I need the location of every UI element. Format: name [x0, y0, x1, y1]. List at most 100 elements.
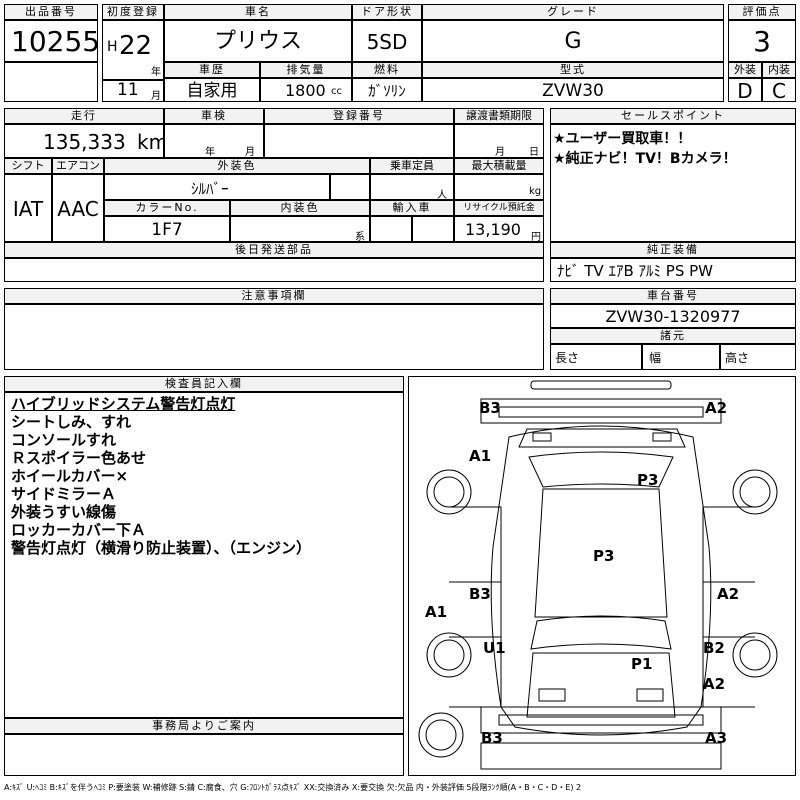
- equipment: ﾅﾋﾞ TV ｴｱB ｱﾙﾐ PS PW: [550, 258, 796, 282]
- mileage-label: 走行: [4, 108, 164, 124]
- mark-u1: U1: [483, 639, 506, 657]
- era: H: [107, 39, 118, 55]
- capacity-label: 乗車定員: [370, 158, 454, 174]
- inspector-line: ロッカーカバー下Ａ: [11, 521, 147, 539]
- score: 3: [728, 20, 796, 62]
- mark-b3-top: B3: [479, 399, 501, 417]
- door: 5SD: [352, 20, 422, 62]
- inspector-line: ホイールカバー×: [11, 467, 129, 485]
- displacement-label: 排気量: [260, 62, 352, 78]
- office-label: 事務局よりご案内: [4, 718, 404, 734]
- mark-p3-hood: P3: [593, 547, 615, 565]
- interior-color-cell: 系: [230, 216, 370, 242]
- car-name-label: 車名: [164, 4, 352, 20]
- lot-no: 10255: [4, 20, 98, 62]
- car-diagram: B3 A2 A1 P3 P3 B3 A2 A1 U1 B2 P1 A2 B3 A…: [408, 376, 796, 776]
- displacement-unit: cc: [331, 86, 342, 97]
- chassis-label: 車台番号: [550, 288, 796, 304]
- recycle-cell: 13,190 円: [454, 216, 544, 242]
- mileage-unit: km: [137, 130, 163, 154]
- mark-b3-bottom: B3: [481, 729, 503, 747]
- inspector-line: シートしみ、すれ: [11, 413, 132, 431]
- inspector-line: ハイブリッドシステム警告灯点灯: [11, 395, 236, 413]
- notes-label: 注意事項欄: [4, 288, 544, 304]
- first-reg-month-cell: 11 月: [102, 80, 164, 102]
- grade-label: グレード: [422, 4, 724, 20]
- exterior-label: 外装: [728, 62, 762, 78]
- recycle-label: リサイクル預託金: [454, 200, 544, 216]
- notes: [4, 304, 544, 370]
- transfer-month-unit: 月: [495, 147, 505, 158]
- lot-no-blank: [4, 62, 98, 102]
- later-parts: [4, 258, 544, 282]
- color-cell: ｼﾙﾊﾞｰ: [104, 174, 330, 200]
- inspection-cell: 年 月: [164, 124, 264, 158]
- score-label: 評価点: [728, 4, 796, 20]
- recycle: 13,190: [465, 220, 521, 239]
- recycle-unit: 円: [531, 232, 541, 242]
- interior-label: 内装: [762, 62, 796, 78]
- inspector-notes: ハイブリッドシステム警告灯点灯 シートしみ、すれ コンソールすれ Ｒスポイラー色…: [4, 392, 404, 718]
- history: 自家用: [164, 78, 260, 102]
- inspector-label: 検査員記入欄: [4, 376, 404, 392]
- ac-label: エアコン: [52, 158, 104, 174]
- door-label: ドア形状: [352, 4, 422, 20]
- later-parts-label: 後日発送部品: [4, 242, 544, 258]
- car-name: プリウス: [164, 20, 352, 62]
- equipment-label: 純正装備: [550, 242, 796, 258]
- displacement: 1800: [285, 81, 326, 100]
- load-label: 最大積載量: [454, 158, 544, 174]
- inspection-label: 車検: [164, 108, 264, 124]
- color-label: 外装色: [104, 158, 370, 174]
- fuel: ｶﾞｿﾘﾝ: [352, 78, 422, 102]
- ac: AAC: [52, 174, 104, 242]
- insp-year-unit: 年: [205, 147, 215, 158]
- first-reg-year-cell: H 22 年: [102, 20, 164, 80]
- legend: A:ｷｽﾞ U:ﾍｺﾐ B:ｷｽﾞを伴うﾍｺﾐ P:要塗装 W:補修跡 S:錆 …: [4, 783, 582, 792]
- reg-year: 22: [119, 31, 153, 61]
- transfer-cell: 月 日: [454, 124, 544, 158]
- car-diagram-svg: [418, 380, 778, 770]
- mark-a3-bottom: A3: [705, 729, 728, 747]
- mark-b3-left: B3: [469, 585, 491, 603]
- dim-width: 幅: [642, 344, 720, 370]
- chassis-no: ZVW30-1320977: [550, 304, 796, 328]
- capacity-unit: 人: [437, 190, 447, 200]
- insp-month-unit: 月: [245, 147, 255, 158]
- fuel-label: 燃料: [352, 62, 422, 78]
- reg-no-label: 登録番号: [264, 108, 454, 124]
- reg-no: [264, 124, 454, 158]
- grade: G: [422, 20, 724, 62]
- model-label: 型式: [422, 62, 724, 78]
- dim-height: 高さ: [720, 344, 796, 370]
- sales-box: ★ユーザー買取車！！ ★純正ナビ！TV！Bカメラ！: [550, 124, 796, 242]
- import-label: 輸入車: [370, 200, 454, 216]
- displacement-cell: 1800 cc: [260, 78, 352, 102]
- reg-month: 11: [117, 80, 139, 100]
- mileage: 135,333: [43, 130, 126, 154]
- sales-line: ★ユーザー買取車！！: [553, 131, 692, 147]
- mark-b2: B2: [703, 639, 725, 657]
- mark-a2-rear: A2: [703, 675, 726, 693]
- color: ｼﾙﾊﾞｰ: [191, 180, 229, 198]
- interior-color-unit: 系: [355, 232, 365, 242]
- transfer-label: 譲渡書類期限: [454, 108, 544, 124]
- mark-a1-left: A1: [469, 447, 492, 465]
- load-unit: kg: [529, 186, 542, 197]
- interior-color-label: 内装色: [230, 200, 370, 216]
- dim-length: 長さ: [550, 344, 642, 370]
- inspector-line: コンソールすれ: [11, 431, 117, 449]
- inspector-line: 外装うすい線傷: [11, 503, 117, 521]
- mark-a2-right: A2: [717, 585, 740, 603]
- inspector-line: サイドミラーＡ: [11, 485, 117, 503]
- load-cell: kg: [454, 174, 544, 200]
- capacity-cell: 人: [370, 174, 454, 200]
- inspector-line: Ｒスポイラー色あせ: [11, 449, 147, 467]
- import-cell-b: [412, 216, 454, 242]
- color-no-label: カラーNo.: [104, 200, 230, 216]
- office-notes: [4, 734, 404, 776]
- mark-p3-roof: P3: [637, 471, 659, 489]
- year-unit: 年: [151, 67, 161, 78]
- shift: IAT: [4, 174, 52, 242]
- exterior: D: [728, 78, 762, 102]
